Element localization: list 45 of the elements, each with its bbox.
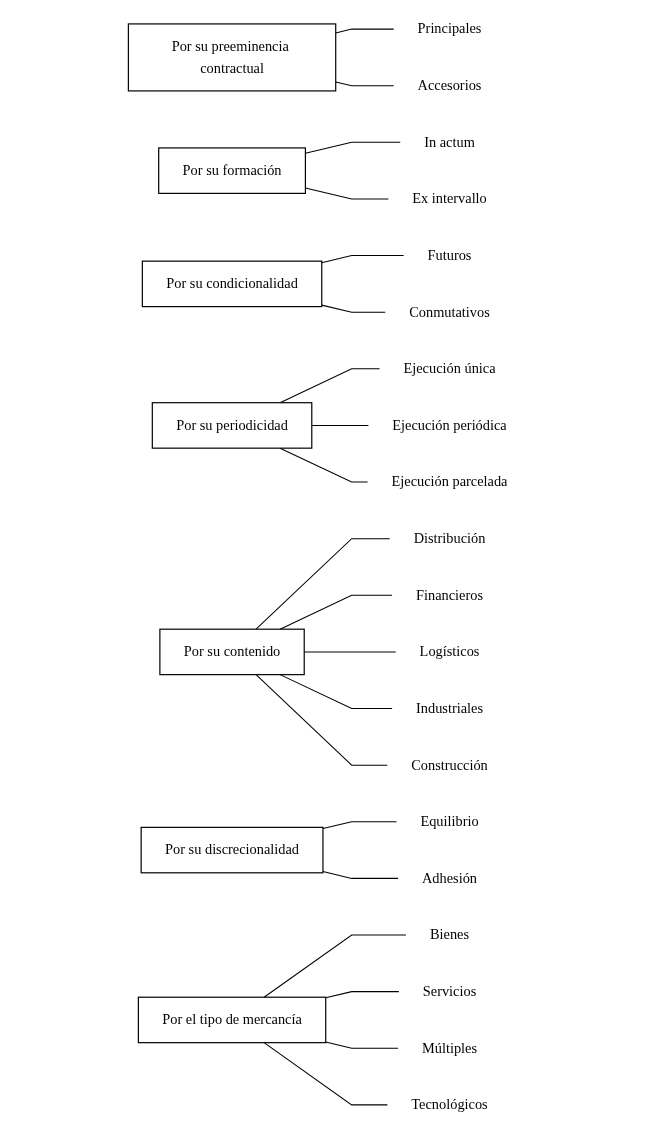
node-box: Por el tipo de mercancía	[137, 996, 327, 1044]
node-box: Por su preeminencia contractual	[127, 23, 337, 92]
node-text: Servicios	[422, 983, 477, 1000]
connector	[255, 674, 388, 766]
connector	[325, 1041, 399, 1049]
connector	[305, 187, 389, 200]
connector	[335, 28, 395, 34]
connector	[263, 934, 407, 998]
connector	[322, 871, 399, 879]
connector	[279, 368, 381, 404]
connector	[279, 674, 393, 710]
node-box: Por su formación	[158, 147, 307, 194]
connector	[305, 141, 401, 154]
node-text: Tecnológicos	[411, 1096, 488, 1113]
node-text: Financieros	[416, 586, 484, 603]
connector	[279, 447, 369, 483]
node-text: Ejecución periódica	[392, 417, 507, 434]
node-text: Accesorios	[417, 77, 482, 94]
connector	[321, 304, 386, 313]
connector	[311, 424, 369, 426]
node-text: Conmutativos	[409, 303, 490, 320]
node-text: Distribución	[413, 530, 486, 547]
node-box: Por su discrecionalidad	[140, 826, 324, 874]
connector	[279, 594, 393, 630]
node-text: Ejecución parcelada	[391, 473, 508, 490]
node-box: Por su contenido	[159, 628, 305, 676]
node-box: Por su condicionalidad	[141, 260, 323, 308]
connector	[325, 991, 400, 999]
node-box: Por su periodicidad	[151, 402, 313, 449]
node-text: Múltiples	[422, 1039, 478, 1056]
node-text: In actum	[424, 133, 475, 150]
connector	[335, 81, 395, 87]
node-text: Construcción	[411, 756, 488, 773]
node-text: Futuros	[427, 247, 472, 264]
node-text: Ejecución única	[403, 360, 496, 377]
node-text: Industriales	[416, 700, 484, 717]
node-text: Equilibrio	[420, 813, 479, 830]
connector	[255, 538, 391, 630]
node-text: Logísticos	[419, 643, 480, 660]
node-text: Adhesión	[422, 870, 478, 886]
node-text: Bienes	[430, 926, 470, 943]
node-text: Principales	[417, 20, 482, 37]
connector	[321, 255, 405, 264]
node-text: Ex intervallo	[412, 190, 487, 207]
connector	[263, 1042, 389, 1106]
